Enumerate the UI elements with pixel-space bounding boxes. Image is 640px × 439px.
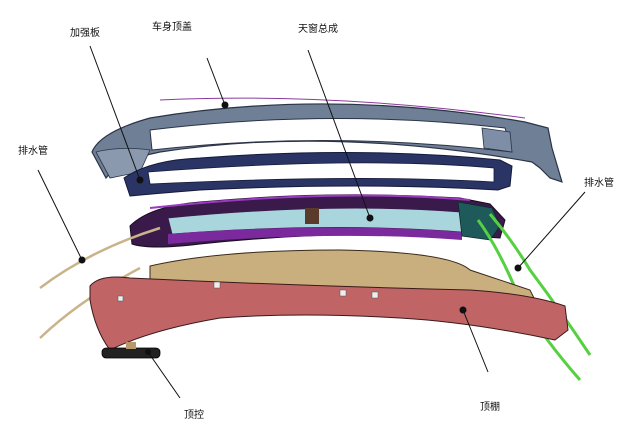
label-headliner: 顶棚 [480, 402, 500, 413]
label-dome-light: 顶控 [184, 410, 204, 421]
label-drain-pipe-left: 排水管 [18, 146, 48, 157]
label-reinforcement-plate: 加强板 [70, 28, 100, 39]
leader-lines [37, 45, 586, 399]
headliner-part [89, 249, 569, 351]
label-sunroof-assembly: 天窗总成 [298, 24, 338, 35]
sunroof-assembly-part [129, 194, 506, 248]
roof-panel-part [91, 97, 563, 183]
label-roof-panel: 车身顶盖 [152, 22, 192, 33]
label-drain-pipe-right: 排水管 [584, 178, 614, 189]
reinforcement-plate-part [123, 151, 513, 197]
